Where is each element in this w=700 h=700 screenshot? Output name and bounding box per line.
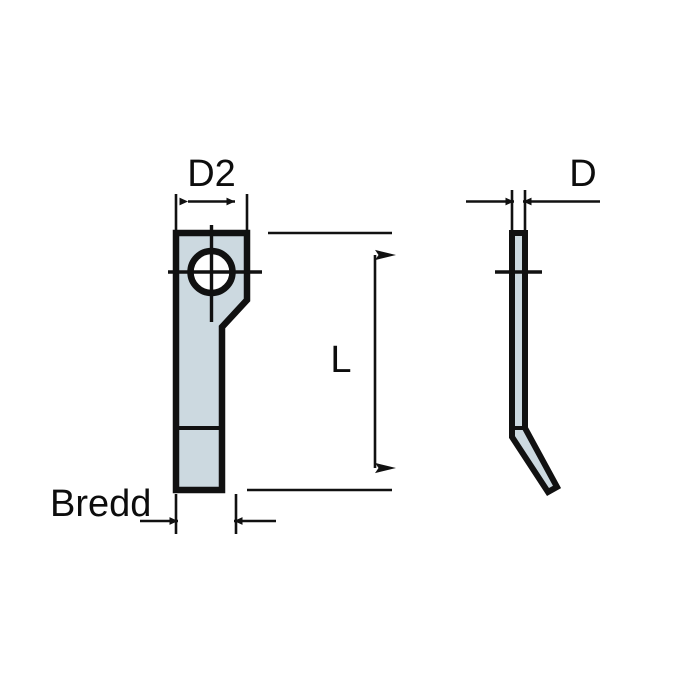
side-view-group — [495, 230, 562, 496]
d-label: D — [569, 153, 596, 195]
dimension-d2: D2 — [174, 153, 249, 231]
dimension-l: L — [247, 231, 396, 492]
front-view-group — [168, 225, 262, 494]
front-view-body-outline — [172, 229, 251, 494]
bredd-label: Bredd — [50, 483, 151, 525]
dimension-d: D — [466, 153, 600, 231]
dimension-bredd: Bredd — [50, 483, 276, 534]
d2-label: D2 — [187, 153, 236, 195]
l-label: L — [330, 339, 351, 381]
side-view-body-outline — [509, 230, 562, 496]
